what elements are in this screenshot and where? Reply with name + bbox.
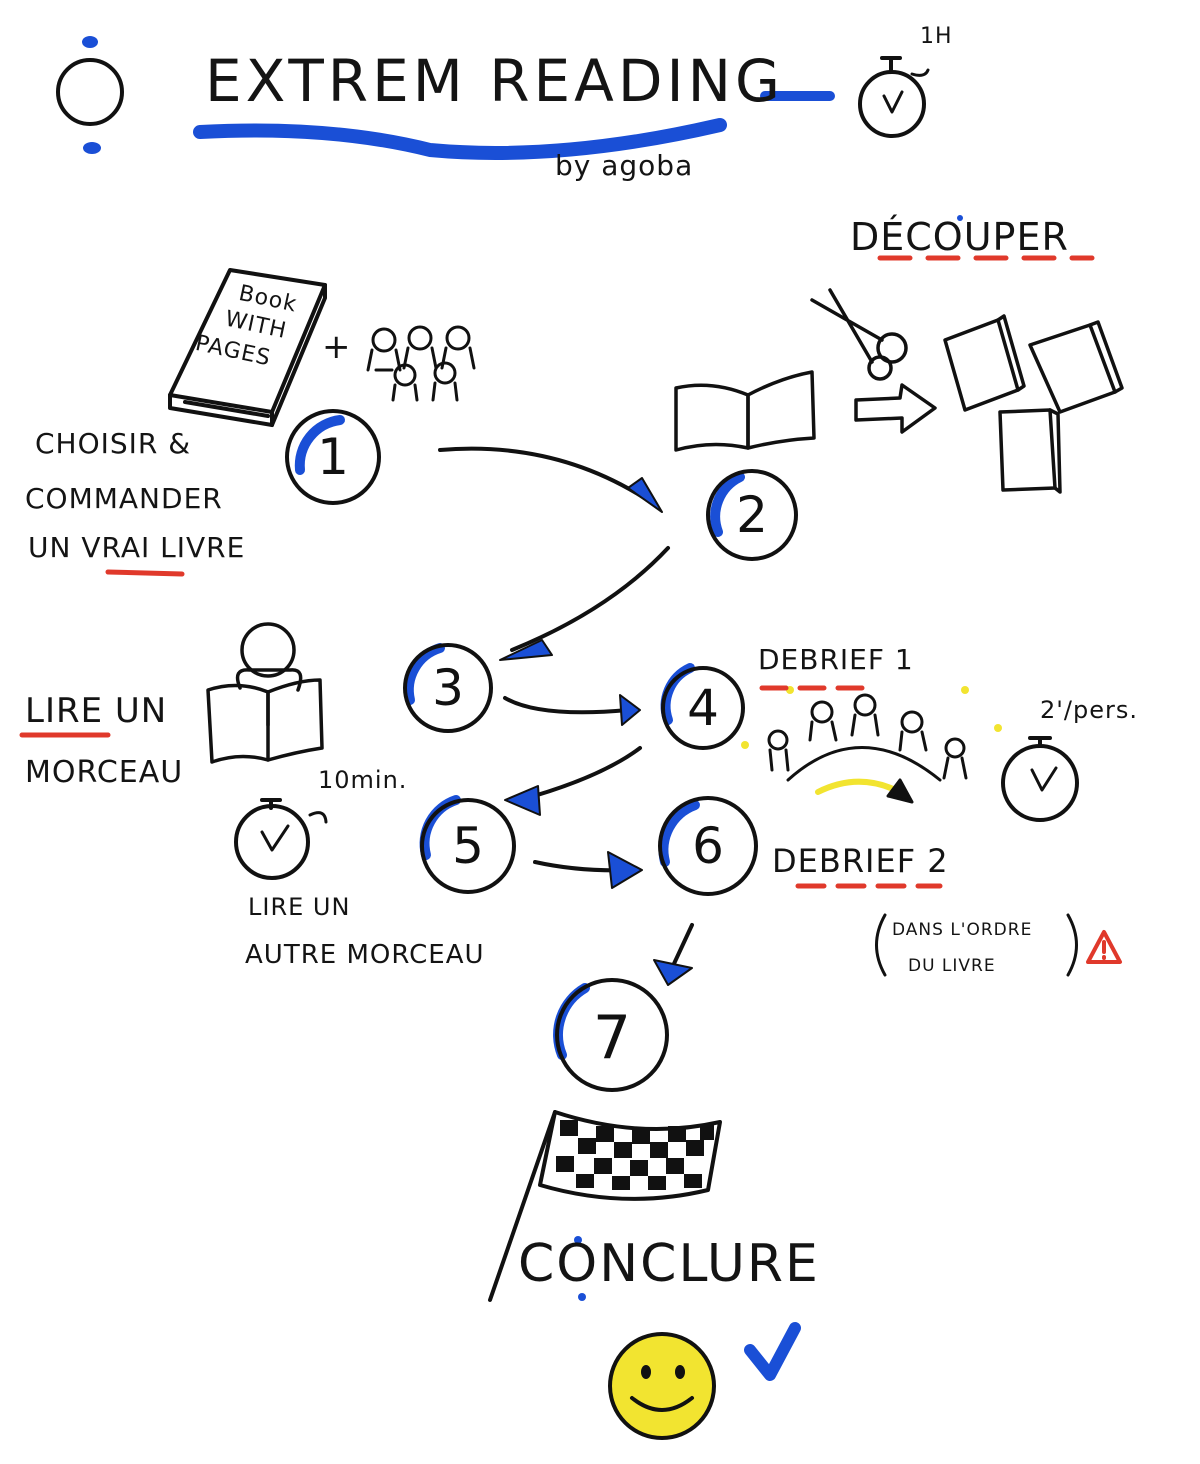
step-circle-7: [553, 978, 669, 1092]
step3-line2: MORCEAU: [25, 755, 184, 790]
plus-sign: +: [322, 327, 352, 367]
book-cover-text: Book WITH PAGES: [188, 275, 299, 371]
step-number-1: 1: [317, 428, 349, 486]
debrief2-note-line1: DANS L'ORDRE: [892, 920, 1033, 940]
step3-line1: LIRE UN: [25, 691, 168, 731]
title-underline: [193, 118, 727, 160]
people-group-icon: [366, 325, 476, 402]
read-time-label: 10min.: [318, 766, 408, 794]
step6-label: DEBRIEF 2: [772, 842, 949, 880]
book-pieces-icon: [943, 314, 1124, 494]
blue-accent-dots: [574, 215, 963, 1301]
step-circle-1: [285, 409, 381, 505]
step1-line2: COMMANDER: [25, 482, 223, 515]
step1-line1: CHOISIR &: [35, 427, 192, 460]
smiley-icon: [608, 1332, 716, 1440]
debrief-timer-icon: [1001, 736, 1079, 822]
step-number-2: 2: [736, 486, 768, 544]
debrief-group-icon: [767, 693, 968, 804]
step-circle-4: [660, 663, 745, 750]
step-circle-2: [706, 469, 798, 561]
reading-person-icon: [206, 622, 324, 764]
open-book-icon: [674, 370, 816, 452]
read-timer-icon: [234, 798, 328, 880]
scissors-icon: [810, 288, 908, 381]
step4-label: DEBRIEF 1: [758, 643, 914, 676]
debrief-highlight-dots: [741, 686, 1002, 749]
debrief-time-label: 2'/pers.: [1040, 696, 1138, 724]
cut-arrow-icon: [854, 383, 937, 434]
step-circle-6: [658, 796, 758, 896]
step-number-3: 3: [432, 659, 464, 717]
check-icon: [744, 1322, 801, 1381]
step-number-7: 7: [592, 1003, 632, 1073]
step5-line2: AUTRE MORCEAU: [245, 940, 485, 970]
duration-label: 1H: [920, 24, 953, 49]
step7-label: CONCLURE: [518, 1234, 820, 1294]
flow-arrows: [438, 446, 694, 986]
stopwatch-icon: [858, 56, 930, 138]
step1-line3: UN VRAI LIVRE: [28, 531, 246, 564]
step-circle-3: [403, 643, 493, 733]
page-title: EXTREM READING: [205, 47, 784, 115]
step-number-6: 6: [692, 817, 724, 875]
step-number-5: 5: [452, 817, 484, 875]
agoba-logo-icon: [56, 36, 124, 154]
note-brackets: [875, 913, 1078, 977]
step2-label: DÉCOUPER: [850, 215, 1069, 259]
warning-icon: [1086, 930, 1122, 964]
book-icon: [168, 268, 327, 427]
debrief2-note-line2: DU LIVRE: [908, 956, 996, 976]
step-number-4: 4: [687, 679, 719, 737]
red-underlines: [19, 255, 1095, 889]
step5-line1: LIRE UN: [248, 893, 351, 921]
byline: by agoba: [555, 149, 694, 182]
step-circle-5: [419, 795, 516, 894]
checkered-flag-icon: [488, 1110, 722, 1302]
